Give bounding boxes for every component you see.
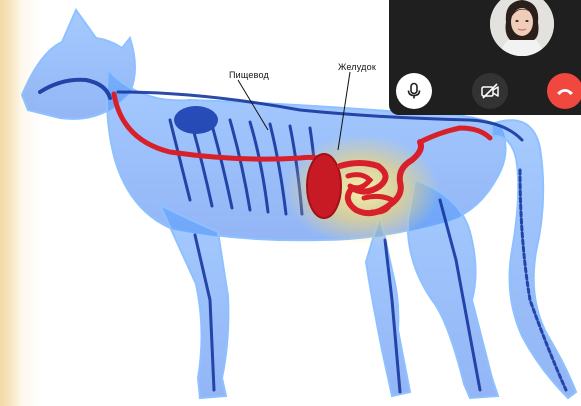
esophagus-label: Пищевод [229, 70, 269, 80]
microphone-button[interactable] [396, 73, 432, 109]
hang-up-icon [555, 84, 575, 98]
camera-off-icon [480, 82, 500, 100]
end-call-button[interactable] [547, 73, 581, 109]
camera-toggle-button[interactable] [472, 73, 508, 109]
stomach-label: Желудок [338, 62, 376, 72]
microphone-icon [405, 82, 423, 100]
